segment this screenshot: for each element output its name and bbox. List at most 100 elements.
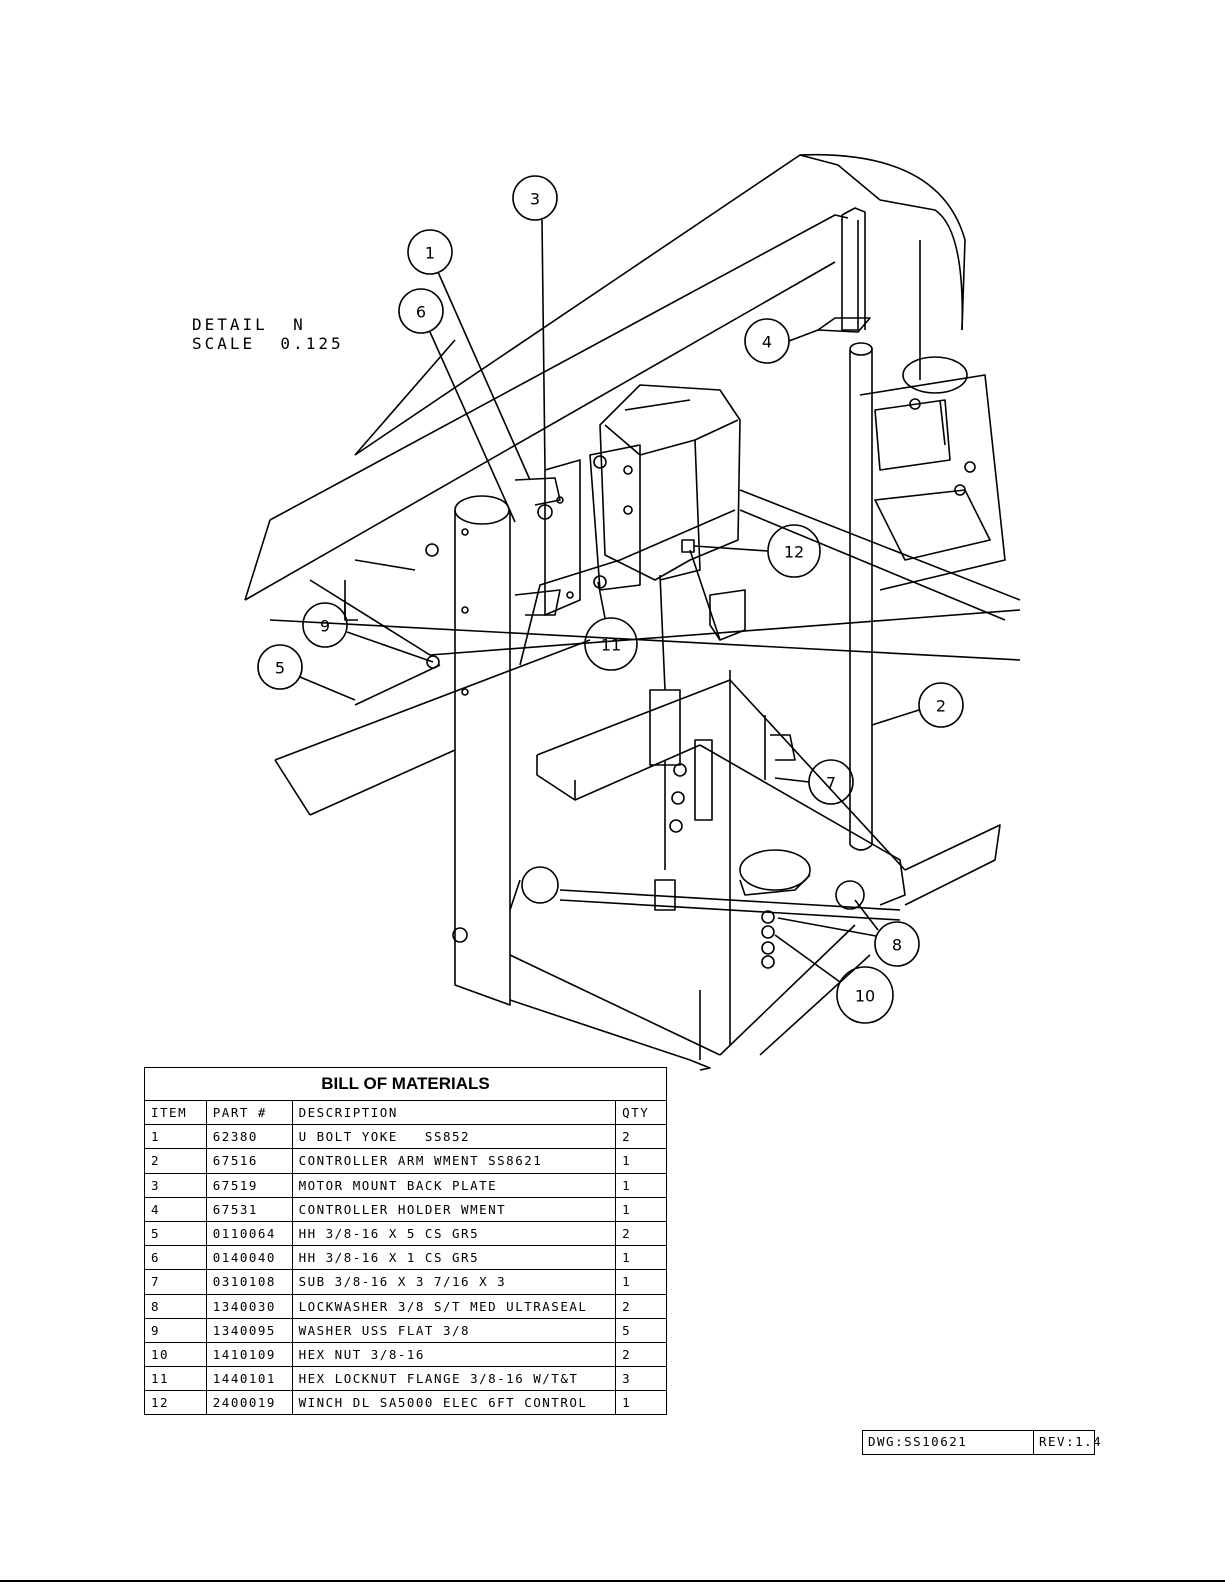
item-cell: 6 (144, 1245, 207, 1271)
qty-cell: 1 (615, 1269, 667, 1295)
description-cell: HH 3/8-16 X 1 CS GR5 (291, 1245, 617, 1271)
item-cell: 5 (144, 1220, 207, 1247)
qty-cell: 2 (615, 1124, 667, 1150)
item-cell: 11 (144, 1366, 207, 1392)
qty-cell: 2 (615, 1293, 667, 1319)
part-number-cell: 67516 (205, 1148, 293, 1174)
qty-cell: 1 (615, 1148, 667, 1174)
controller-holder (817, 207, 871, 333)
bom-title: BILL OF MATERIALS (144, 1067, 667, 1101)
part-number-cell: 62380 (205, 1124, 293, 1150)
title-block: DWG:SS10621 REV:1.4 (862, 1430, 1103, 1455)
balloon-6 (398, 288, 516, 523)
qty-cell: 2 (615, 1220, 667, 1247)
description-cell: WINCH DL SA5000 ELEC 6FT CONTROL (291, 1390, 617, 1416)
bottom-border (0, 1580, 1225, 1582)
balloon-5-label: 5 (275, 659, 285, 678)
assembly-drawing: 3 1 6 4 12 11 9 5 2 7 8 10 (244, 153, 1021, 1071)
item-cell: 7 (144, 1269, 207, 1295)
bom-header-row: ITEM PART # DESCRIPTION QTY (144, 1099, 667, 1126)
controller-cable (649, 549, 746, 1045)
item-cell: 10 (144, 1341, 207, 1368)
balloon-2 (871, 682, 964, 728)
part-number-cell: 0110064 (205, 1220, 293, 1247)
balloon-9 (302, 600, 434, 663)
qty-cell: 1 (615, 1390, 667, 1416)
item-cell: 9 (144, 1317, 207, 1343)
balloon-5 (257, 644, 356, 701)
tank-housing (799, 153, 1006, 591)
bolts (344, 543, 441, 706)
description-cell: LOCKWASHER 3/8 S/T MED ULTRASEAL (291, 1293, 617, 1319)
description-cell: WASHER USS FLAT 3/8 (291, 1317, 617, 1343)
part-number-cell: 67519 (205, 1172, 293, 1198)
description-cell: CONTROLLER HOLDER WMENT (291, 1196, 617, 1222)
qty-cell: 1 (615, 1196, 667, 1222)
part-number-cell: 1340030 (205, 1293, 293, 1319)
pulley-assembly (509, 849, 901, 969)
col-description-header: DESCRIPTION (291, 1099, 617, 1126)
description-cell: U BOLT YOKE SS852 (291, 1124, 617, 1150)
balloon-4-label: 4 (762, 333, 772, 352)
qty-cell: 5 (615, 1317, 667, 1343)
qty-cell: 1 (615, 1172, 667, 1198)
balloon-12 (693, 524, 821, 578)
balloon-6-label: 6 (416, 303, 426, 322)
detail-note: DETAIL N SCALE 0.125 (192, 315, 344, 353)
balloon-8 (777, 899, 920, 967)
drawing-number: DWG:SS10621 (863, 1431, 1034, 1454)
qty-cell: 3 (615, 1366, 667, 1392)
qty-cell: 1 (615, 1245, 667, 1271)
controller-arm (849, 342, 873, 851)
description-cell: SUB 3/8-16 X 3 7/16 X 3 (291, 1269, 617, 1295)
balloon-7 (774, 759, 854, 805)
balloon-7-label: 7 (826, 774, 836, 793)
balloon-10-label: 10 (855, 987, 875, 1006)
col-item-header: ITEM (144, 1099, 207, 1126)
balloon-11-label: 11 (601, 636, 621, 655)
support-post (452, 495, 511, 1006)
description-cell: HEX LOCKNUT FLANGE 3/8-16 W/T&T (291, 1366, 617, 1392)
item-cell: 12 (144, 1390, 207, 1416)
balloon-3 (512, 175, 558, 471)
balloon-2-label: 2 (936, 697, 946, 716)
upper-frame-beam (244, 154, 881, 601)
balloon-3-label: 3 (530, 190, 540, 209)
item-cell: 2 (144, 1148, 207, 1174)
part-number-cell: 1340095 (205, 1317, 293, 1343)
qty-cell: 2 (615, 1341, 667, 1368)
u-bolt (764, 715, 796, 780)
balloon-12-label: 12 (784, 543, 804, 562)
mount-bracket (669, 739, 713, 833)
balloon-9-label: 9 (320, 617, 330, 636)
col-part-header: PART # (205, 1099, 293, 1126)
part-number-cell: 1440101 (205, 1366, 293, 1392)
revision: REV:1.4 (1039, 1434, 1103, 1449)
balloon-4 (744, 318, 819, 364)
description-cell: HH 3/8-16 X 5 CS GR5 (291, 1220, 617, 1247)
scale-label: SCALE 0.125 (192, 334, 344, 353)
detail-label: DETAIL N (192, 315, 306, 334)
balloon-1-label: 1 (425, 244, 435, 263)
motor-mount-plate (514, 444, 641, 616)
description-cell: HEX NUT 3/8-16 (291, 1341, 617, 1368)
balloon-8-label: 8 (892, 936, 902, 955)
col-qty-header: QTY (615, 1099, 667, 1126)
part-number-cell: 2400019 (205, 1390, 293, 1416)
winch-body (599, 384, 741, 581)
description-cell: CONTROLLER ARM WMENT SS8621 (291, 1148, 617, 1174)
item-cell: 1 (144, 1124, 207, 1150)
balloon-11 (584, 581, 638, 671)
part-number-cell: 1410109 (205, 1341, 293, 1368)
